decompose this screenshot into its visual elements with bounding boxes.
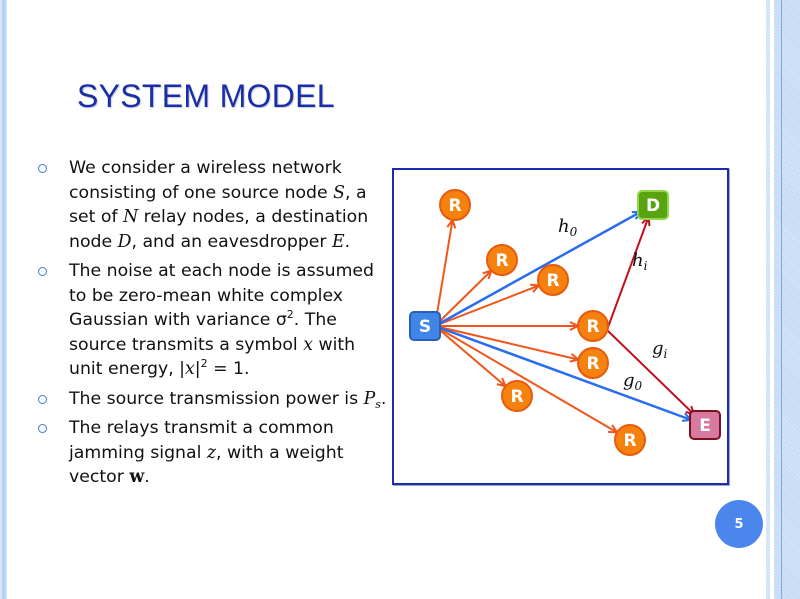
bullet-item: The relays transmit a common jamming sig… [38, 416, 388, 490]
relay-node: R [486, 244, 518, 276]
relay-node: R [577, 310, 609, 342]
math-vector: w [129, 467, 145, 487]
relay-node-label: R [546, 271, 559, 291]
left-border-stripe [6, 0, 7, 599]
math-symbol: E [332, 231, 345, 252]
eavesdropper-node: E [689, 410, 721, 440]
link-source-to-relay-6 [434, 325, 505, 386]
math-symbol: x [303, 334, 313, 355]
math-symbol: N [123, 207, 139, 227]
relay-node-label: R [510, 387, 523, 407]
relay-node: R [537, 264, 569, 296]
bullet-circle-icon [38, 164, 47, 173]
bullet-item: The noise at each node is assumed to be … [38, 259, 388, 382]
bullet-text: The noise at each node is assumed to be … [69, 261, 375, 330]
relay-node-label: R [586, 317, 599, 337]
bullet-item: The source transmission power is Ps. [38, 387, 388, 412]
slide-title: SYSTEM MODEL [77, 78, 335, 114]
bullet-text: = 1. [207, 359, 250, 379]
bullet-text: , and an eavesdropper [131, 231, 333, 252]
bullet-text: . [344, 231, 351, 252]
eavesdropper-node-label: E [699, 416, 711, 436]
superscript: 2 [200, 357, 208, 370]
bullet-text: The relays transmit a common jamming sig… [69, 418, 334, 463]
math-symbol: x [185, 359, 195, 379]
bullet-list: We consider a wireless network consistin… [38, 156, 388, 495]
relay-node: R [501, 380, 533, 412]
source-node: S [409, 311, 441, 341]
bullet-item: We consider a wireless network consistin… [38, 156, 388, 254]
math-symbol: D [117, 231, 132, 252]
page-number-badge: 5 [715, 500, 763, 548]
relay-node-label: R [495, 251, 508, 271]
edge-label-hi: hi [632, 250, 648, 273]
edge-label-gi: gi [652, 338, 668, 361]
link-relay-to-eavesdropper [606, 329, 694, 414]
destination-node: D [637, 190, 669, 220]
link-source-to-eavesdropper [434, 324, 690, 419]
link-source-to-relay-2 [434, 271, 491, 327]
bullet-text: , a set of [69, 182, 367, 228]
link-source-to-relay-7 [434, 325, 616, 432]
bullet-text: . The source transmits a symbol [69, 310, 337, 355]
bullet-text: We consider a wireless network consistin… [69, 158, 342, 203]
bullet-circle-icon [38, 267, 47, 276]
link-source-to-relay-1 [434, 221, 452, 327]
math-symbol: S [333, 182, 345, 203]
bullet-text: with unit energy, | [69, 334, 356, 380]
relay-node: R [577, 347, 609, 379]
right-border-decoration [766, 0, 800, 599]
math-symbol: P [363, 388, 376, 409]
edge-label-h0: h0 [558, 216, 578, 239]
bullet-circle-icon [38, 394, 47, 404]
bullet-text: relay nodes, a destination node [69, 207, 369, 252]
link-source-to-destination [434, 212, 640, 328]
link-relay-to-destination [606, 218, 648, 331]
math-symbol: z [206, 442, 216, 463]
bullet-circle-icon [38, 424, 47, 433]
edge-label-g0: g0 [623, 370, 643, 393]
relay-node-label: R [586, 354, 599, 374]
relay-node: R [614, 424, 646, 456]
bullet-text: The source transmission power is [69, 388, 364, 409]
bullet-text: , with a weight vector [69, 442, 344, 488]
superscript: 2 [286, 308, 294, 321]
bullet-text: . [380, 388, 387, 409]
bullet-text: | [194, 359, 201, 379]
left-border-stripe [2, 0, 6, 599]
left-border-stripe [0, 0, 2, 599]
relay-node-label: R [623, 431, 636, 451]
subscript: s [375, 397, 381, 411]
source-node-label: S [419, 317, 431, 337]
relay-node-label: R [448, 196, 461, 216]
link-source-to-relay-5 [434, 325, 577, 359]
link-source-to-relay-3 [434, 286, 538, 327]
bullet-text: . [144, 467, 150, 487]
destination-node-label: D [646, 196, 660, 216]
relay-node: R [439, 189, 471, 221]
